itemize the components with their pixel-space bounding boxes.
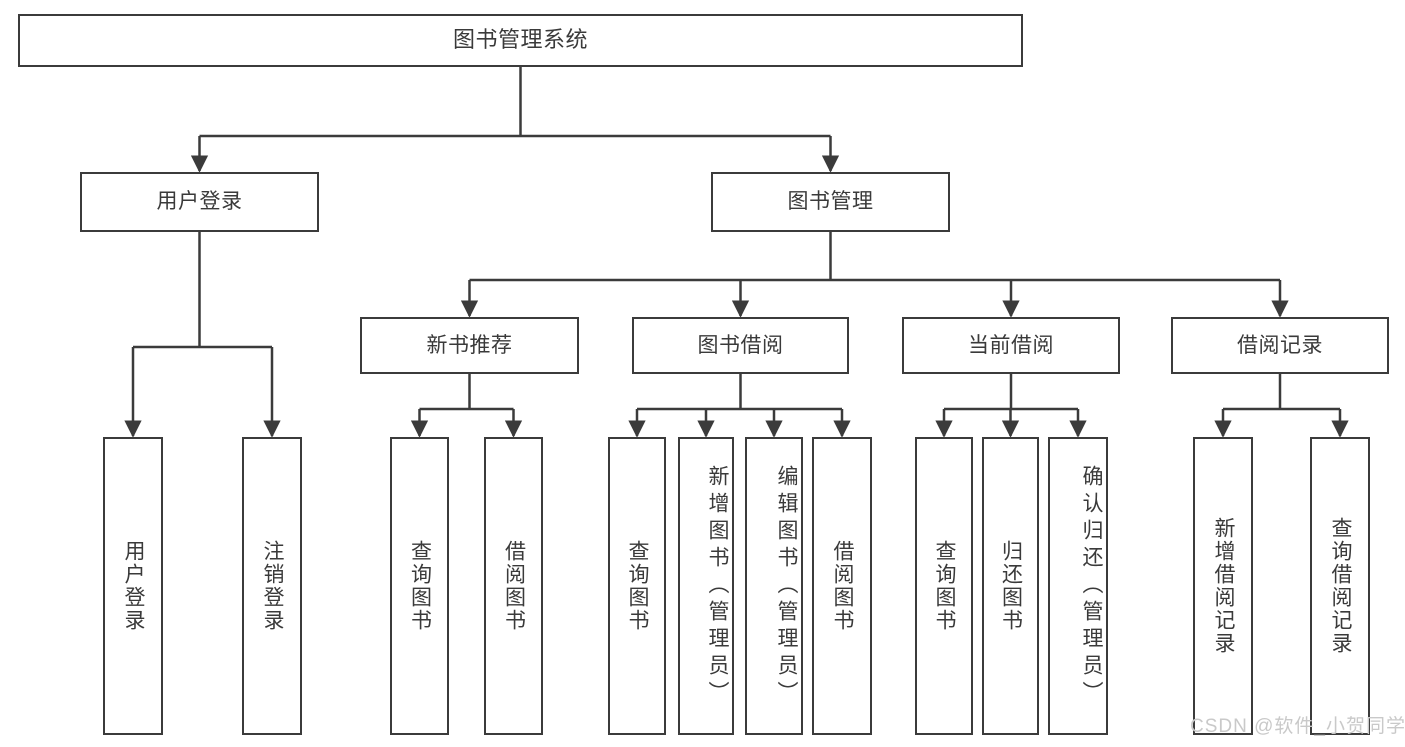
node-label: 查询借阅记录 (1329, 517, 1352, 655)
node-root[interactable]: 图书管理系统 (18, 14, 1023, 67)
node-leaf-borrow-2[interactable]: 借阅图书 (812, 437, 872, 735)
node-new-book-rec[interactable]: 新书推荐 (360, 317, 579, 374)
node-label: 新书推荐 (426, 333, 513, 357)
node-label: 用户登录 (156, 190, 243, 214)
node-leaf-confirm[interactable]: 确认归还（管理员） (1048, 437, 1108, 735)
node-leaf-query-2[interactable]: 查询图书 (608, 437, 666, 735)
node-label: 借阅图书 (502, 540, 526, 632)
node-user-login[interactable]: 用户登录 (80, 172, 319, 232)
node-label: 当前借阅 (968, 333, 1054, 357)
node-leaf-add-record[interactable]: 新增借阅记录 (1193, 437, 1253, 735)
node-borrow-record[interactable]: 借阅记录 (1171, 317, 1389, 374)
node-label: 查询图书 (933, 540, 956, 632)
node-label: 借阅图书 (831, 540, 854, 632)
node-label: 新增借阅记录 (1212, 517, 1235, 655)
node-label: 注销登录 (261, 540, 284, 632)
node-label: 用户登录 (122, 540, 145, 632)
node-label: 图书管理 (787, 190, 874, 214)
node-leaf-qry-record[interactable]: 查询借阅记录 (1310, 437, 1370, 735)
node-book-borrow[interactable]: 图书借阅 (632, 317, 849, 374)
node-label: 图书管理系统 (452, 27, 588, 53)
node-label: 查询图书 (408, 540, 432, 632)
node-leaf-add-book[interactable]: 新增图书（管理员） (678, 437, 734, 735)
node-leaf-query-1[interactable]: 查询图书 (390, 437, 449, 735)
node-leaf-borrow-1[interactable]: 借阅图书 (484, 437, 543, 735)
node-label: 归还图书 (999, 540, 1023, 632)
node-leaf-query-3[interactable]: 查询图书 (915, 437, 973, 735)
node-leaf-user-login[interactable]: 用户登录 (103, 437, 163, 735)
node-label: 新增图书（管理员） (706, 464, 729, 708)
node-label: 确认归还（管理员） (1080, 464, 1103, 708)
node-book-manage[interactable]: 图书管理 (711, 172, 950, 232)
csdn-watermark: CSDN @软件_小贺同学 (1190, 716, 1405, 737)
node-label: 借阅记录 (1237, 333, 1323, 357)
node-label: 编辑图书（管理员） (775, 464, 798, 708)
node-current-borrow[interactable]: 当前借阅 (902, 317, 1120, 374)
node-leaf-edit-book[interactable]: 编辑图书（管理员） (745, 437, 803, 735)
node-label: 图书借阅 (697, 333, 784, 357)
node-label: 查询图书 (626, 540, 649, 632)
node-leaf-return[interactable]: 归还图书 (982, 437, 1039, 735)
node-leaf-logout[interactable]: 注销登录 (242, 437, 302, 735)
